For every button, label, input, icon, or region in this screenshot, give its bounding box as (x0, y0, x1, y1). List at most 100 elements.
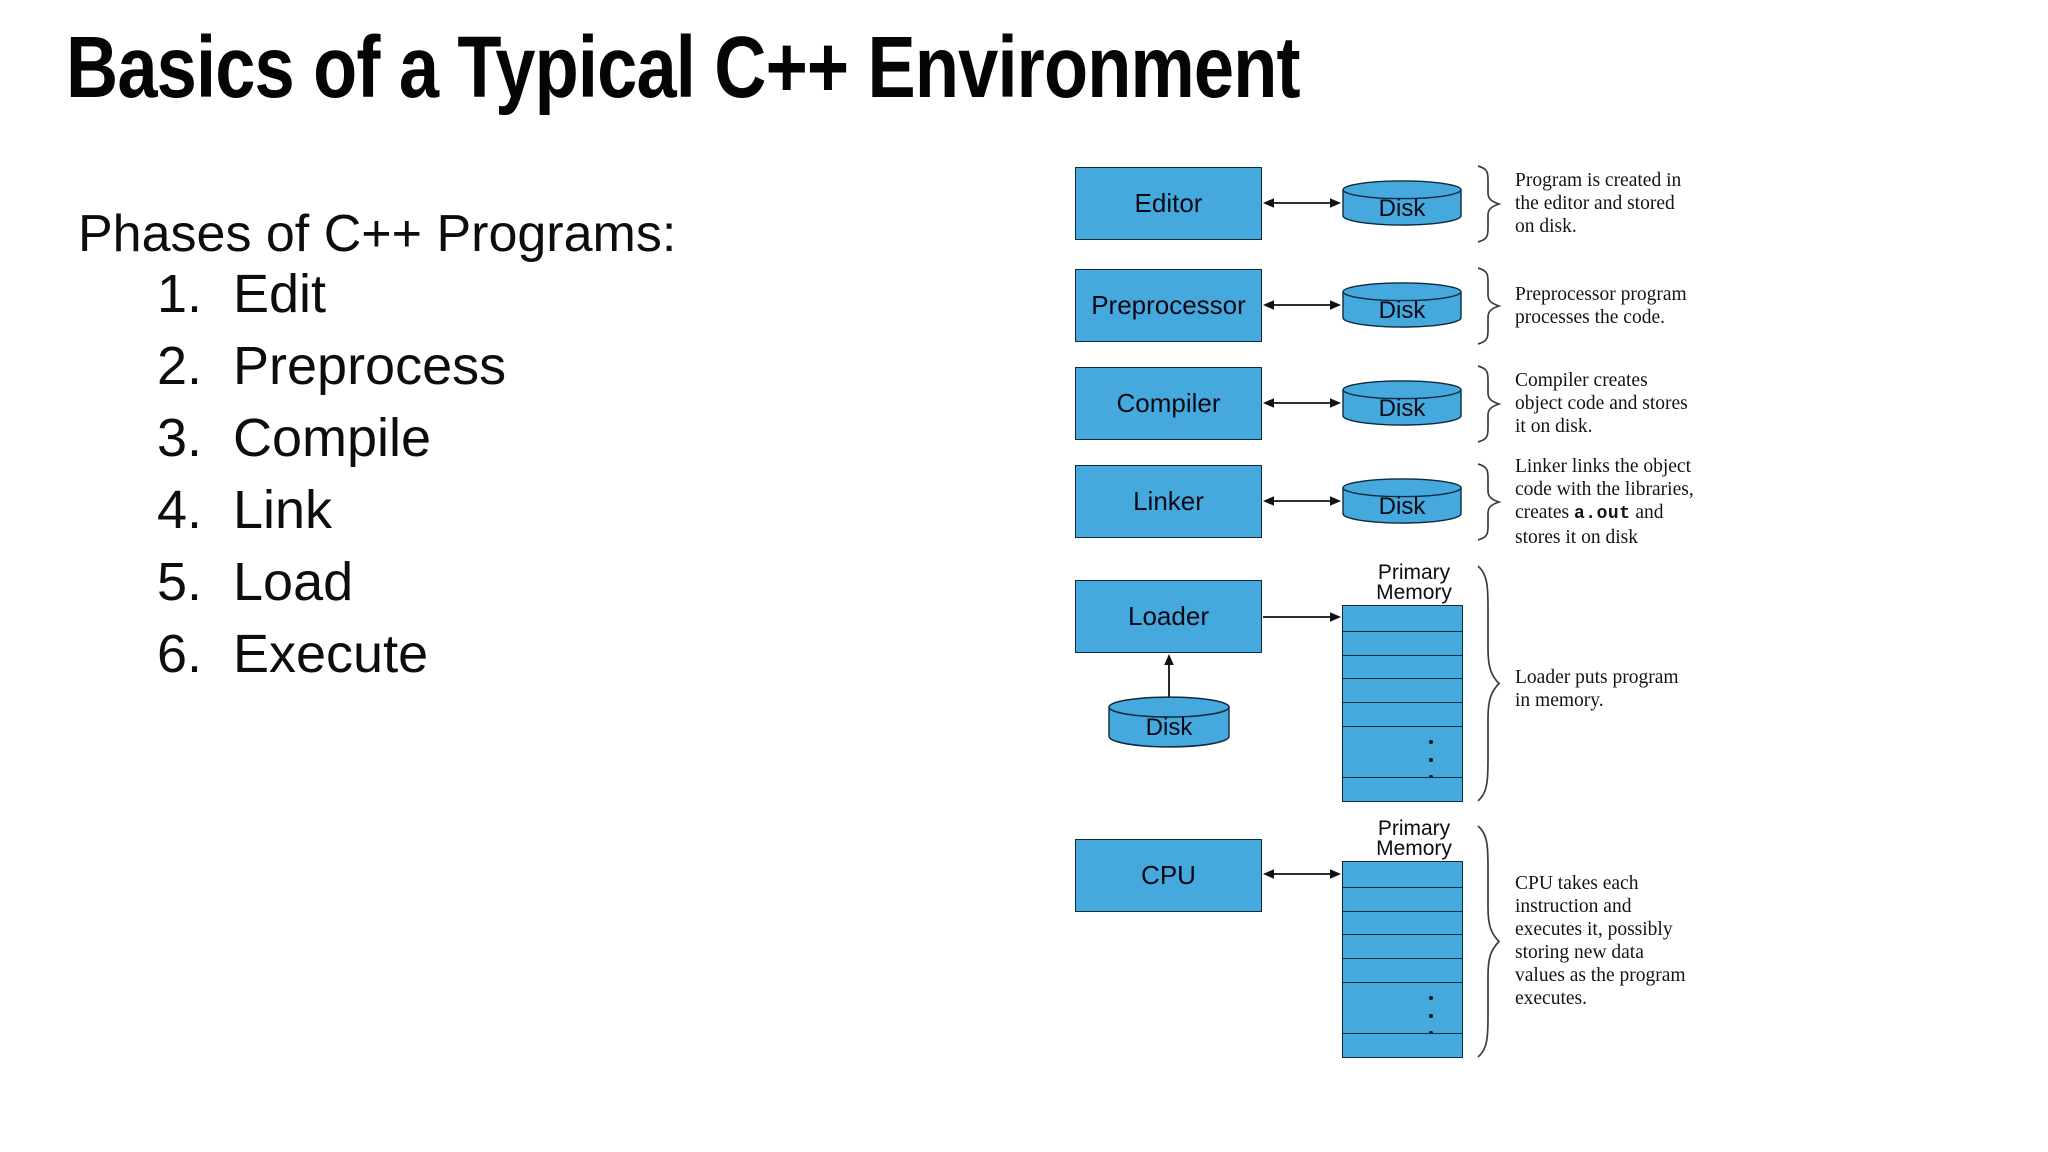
note-line: the editor and stored (1515, 193, 1675, 214)
memory-cell (1343, 911, 1462, 934)
editor-disk-cylinder: Disk (1342, 180, 1462, 226)
phase-item-link: 4.Link (157, 474, 506, 546)
loader-box: Loader (1075, 580, 1262, 653)
note-line: Compiler creates (1515, 370, 1648, 391)
phase-label: Load (233, 552, 354, 612)
compiler-box-label: Compiler (1116, 388, 1221, 418)
note-text: creates (1515, 502, 1574, 523)
memory-title-line: Memory (1376, 581, 1452, 604)
ellipsis-dot (1429, 996, 1433, 1000)
cpu-primary-memory (1342, 861, 1463, 1058)
note-line: creates a.out and (1515, 501, 1694, 526)
loader-note: Loader puts program in memory. (1515, 666, 1679, 712)
memory-cell (1343, 678, 1462, 702)
phases-heading: Phases of C++ Programs: (78, 205, 677, 263)
ellipsis-dot (1429, 1031, 1433, 1035)
cpu-memory-title: Primary Memory (1342, 817, 1486, 860)
phase-item-compile: 3. Compile (157, 402, 506, 474)
brace-icon (1473, 266, 1503, 346)
brace-icon (1473, 820, 1503, 1063)
memory-cell (1343, 655, 1462, 678)
disk-cylinder-icon (1342, 380, 1462, 426)
memory-title-line: Memory (1376, 837, 1452, 860)
compiler-disk-cylinder: Disk (1342, 380, 1462, 426)
phase-label: Compile (233, 408, 432, 468)
memory-title-line: Primary (1377, 561, 1451, 584)
phase-list: 1. Edit 2.Preprocess 3. Compile 4.Link 5. L… (157, 258, 506, 690)
compiler-disk-arrow-icon (1263, 398, 1341, 408)
phase-number: 6. (157, 624, 203, 684)
phase-item-execute: 6.Execute (157, 618, 506, 690)
preprocessor-note: Preprocessor program processes the code. (1515, 283, 1687, 329)
phase-item-edit: 1. Edit (157, 258, 506, 330)
phase-item-load: 5. Load (157, 546, 506, 618)
note-line: executes. (1515, 988, 1588, 1009)
phase-label: Preprocess (233, 336, 507, 396)
note-line: Loader puts program (1515, 667, 1679, 688)
note-line: Linker links the object (1515, 456, 1691, 477)
disk-label: Disk (1145, 714, 1193, 741)
note-line: it on disk. (1515, 416, 1593, 437)
note-line: Preprocessor program (1515, 284, 1687, 305)
note-line: in memory. (1515, 690, 1604, 711)
cpu-box-label: CPU (1141, 860, 1196, 890)
linker-box: Linker (1075, 465, 1262, 538)
slide-title: Basics of a Typical C++ Environment (66, 19, 1301, 116)
memory-title-line: Primary (1377, 817, 1451, 840)
disk-cylinder-icon (1108, 696, 1230, 748)
note-line: object code and stores (1515, 393, 1688, 414)
memory-cell (1343, 862, 1462, 887)
memory-cell (1343, 777, 1462, 801)
phase-number: 1. (157, 264, 203, 324)
memory-cell (1343, 958, 1462, 982)
ellipsis-dot (1429, 758, 1433, 762)
linker-disk-cylinder: Disk (1342, 478, 1462, 524)
disk-label: Disk (1378, 297, 1426, 324)
note-line: processes the code. (1515, 307, 1665, 328)
loader-primary-memory (1342, 605, 1463, 802)
phase-number: 3. (157, 408, 203, 468)
linker-note: Linker links the object code with the li… (1515, 455, 1694, 549)
preprocessor-box: Preprocessor (1075, 269, 1262, 342)
disk-cylinder-icon (1342, 282, 1462, 328)
disk-cylinder-icon (1342, 478, 1462, 524)
note-line: executes it, possibly (1515, 919, 1673, 940)
note-line: on disk. (1515, 216, 1577, 237)
disk-label: Disk (1378, 395, 1426, 422)
editor-disk-arrow-icon (1263, 198, 1341, 208)
memory-cell (1343, 702, 1462, 726)
ellipsis-dot (1429, 775, 1433, 779)
loader-disk-cylinder: Disk (1108, 696, 1230, 748)
phase-label: Link (233, 480, 333, 540)
preprocessor-disk-cylinder: Disk (1342, 282, 1462, 328)
memory-cell (1343, 887, 1462, 911)
note-line: Program is created in (1515, 170, 1682, 191)
memory-cell-ellipsis (1343, 982, 1462, 1035)
cpu-memory-arrow-icon (1263, 869, 1341, 879)
phase-number: 5. (157, 552, 203, 612)
phase-label: Edit (233, 264, 327, 324)
note-line: values as the program (1515, 965, 1686, 986)
brace-icon (1473, 560, 1503, 807)
disk-cylinder-icon (1342, 180, 1462, 226)
compiler-note: Compiler creates object code and stores … (1515, 369, 1688, 438)
linker-disk-arrow-icon (1263, 496, 1341, 506)
note-text: and (1630, 502, 1664, 523)
editor-box-label: Editor (1134, 188, 1203, 218)
ellipsis-dot (1429, 1014, 1433, 1018)
note-line: CPU takes each (1515, 873, 1639, 894)
preprocessor-box-label: Preprocessor (1091, 290, 1246, 320)
phase-item-preprocess: 2.Preprocess (157, 330, 506, 402)
memory-cell (1343, 934, 1462, 958)
note-line: code with the libraries, (1515, 479, 1694, 500)
cpu-box: CPU (1075, 839, 1262, 912)
loader-memory-arrow-icon (1263, 612, 1341, 622)
editor-box: Editor (1075, 167, 1262, 240)
brace-icon (1473, 364, 1503, 444)
note-line: storing new data (1515, 942, 1644, 963)
brace-icon (1473, 164, 1503, 244)
disk-label: Disk (1378, 195, 1426, 222)
disk-label: Disk (1378, 493, 1426, 520)
disk-loader-up-arrow-icon (1164, 654, 1174, 697)
